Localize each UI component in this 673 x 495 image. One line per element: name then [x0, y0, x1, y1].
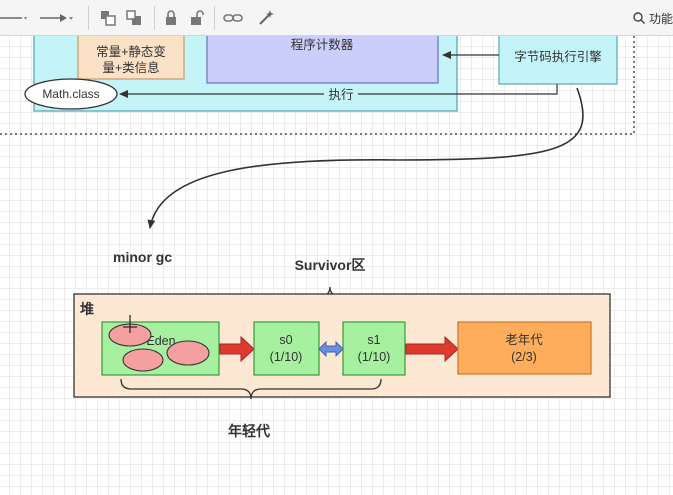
- search-icon: [633, 12, 645, 24]
- cursor-icon: [123, 315, 137, 333]
- lock-icon[interactable]: [162, 8, 180, 28]
- execute-label: 执行: [328, 88, 353, 102]
- unlock-icon[interactable]: [188, 8, 206, 28]
- to-back-icon[interactable]: [124, 8, 144, 28]
- old-gen-label: 老年代: [505, 333, 543, 347]
- s1-ratio: (1/10): [358, 350, 391, 364]
- eden-object: [122, 348, 164, 372]
- minor-gc-curve-arrow: [147, 87, 584, 229]
- s0-ratio: (1/10): [270, 350, 303, 364]
- method-area-line2: 量+类信息: [102, 60, 159, 75]
- execute-arrow: [119, 84, 558, 98]
- heap-label: 堆: [80, 301, 94, 317]
- s0-label: s0: [279, 333, 292, 347]
- program-counter-label: 程序计数器: [291, 37, 354, 52]
- minor-gc-label: minor gc: [113, 249, 172, 265]
- survivor-label: Survivor区: [295, 257, 366, 273]
- arrow-style-icon[interactable]: [40, 8, 74, 28]
- function-search-label: 功能: [648, 11, 673, 26]
- method-area-line1: 常量+静态变: [96, 44, 166, 59]
- line-style-icon[interactable]: [0, 8, 28, 28]
- toolbar-divider: [214, 6, 215, 30]
- to-front-icon[interactable]: [98, 8, 118, 28]
- eden-to-s0-arrow: [219, 335, 255, 363]
- s1-box: [342, 321, 406, 376]
- eden-label: Eden: [146, 334, 175, 348]
- magic-wand-icon[interactable]: [256, 8, 276, 28]
- math-class-label: Math.class: [42, 87, 99, 101]
- s1-label: s1: [367, 333, 380, 347]
- s1-to-oldgen-arrow: [405, 335, 459, 363]
- old-gen-ratio: (2/3): [511, 350, 537, 364]
- math-class-node: [24, 78, 118, 110]
- execute-label-bg: [324, 87, 358, 102]
- link-icon[interactable]: [222, 8, 244, 28]
- jvm-boundary: [0, 36, 635, 135]
- toolbar-divider: [88, 6, 89, 30]
- eden-object: [166, 340, 210, 366]
- young-gen-brace: [120, 378, 382, 400]
- toolbar: 功能: [0, 0, 673, 36]
- jvm-memory-diagram: 常量+静态变 量+类信息 程序计数器 字节码执行引擎 Math.class 执行…: [0, 36, 635, 439]
- old-gen-box: [457, 321, 592, 375]
- method-area-box: [77, 36, 185, 80]
- toolbar-divider: [154, 6, 155, 30]
- program-counter-box: [206, 36, 439, 84]
- bytecode-engine-box: [498, 36, 618, 85]
- function-search[interactable]: 功能: [632, 8, 673, 28]
- bytecode-engine-label: 字节码执行引擎: [514, 49, 602, 64]
- s0-box: [253, 321, 320, 376]
- diagram-canvas: 常量+静态变 量+类信息 程序计数器 字节码执行引擎 Math.class 执行…: [0, 36, 673, 495]
- young-gen-label: 年轻代: [228, 423, 270, 439]
